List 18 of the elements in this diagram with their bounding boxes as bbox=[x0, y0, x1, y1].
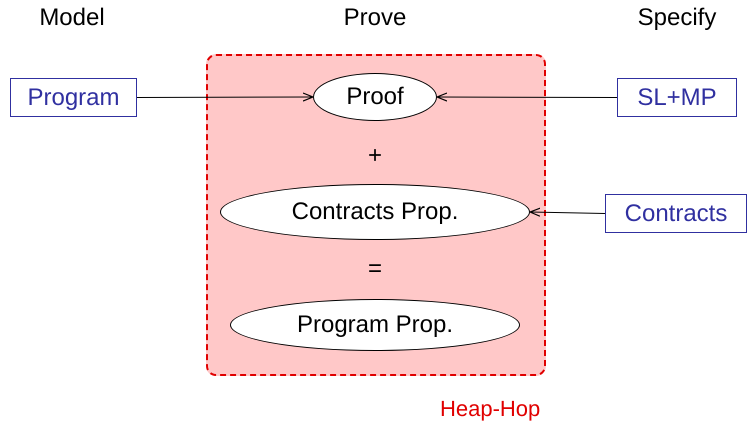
rect-node bbox=[617, 78, 737, 117]
operator-sign: = bbox=[368, 255, 382, 283]
node-text: Contracts bbox=[624, 200, 728, 228]
node-text: Program Prop. bbox=[296, 311, 454, 339]
operator-sign: + bbox=[368, 142, 382, 170]
node-text: Contracts Prop. bbox=[292, 198, 458, 226]
arrow bbox=[436, 92, 618, 102]
node-text: Proof bbox=[346, 83, 404, 111]
rect-node bbox=[10, 78, 137, 117]
region-heading: Heap-Hop bbox=[440, 396, 540, 422]
rect-node bbox=[605, 194, 747, 233]
column-heading: Model bbox=[39, 4, 105, 32]
node-text: Program bbox=[27, 84, 120, 112]
arrow bbox=[529, 208, 606, 217]
arrow bbox=[136, 92, 314, 102]
node-text: SL+MP bbox=[637, 84, 717, 112]
column-heading: Prove bbox=[344, 4, 406, 32]
column-heading: Specify bbox=[638, 4, 716, 32]
